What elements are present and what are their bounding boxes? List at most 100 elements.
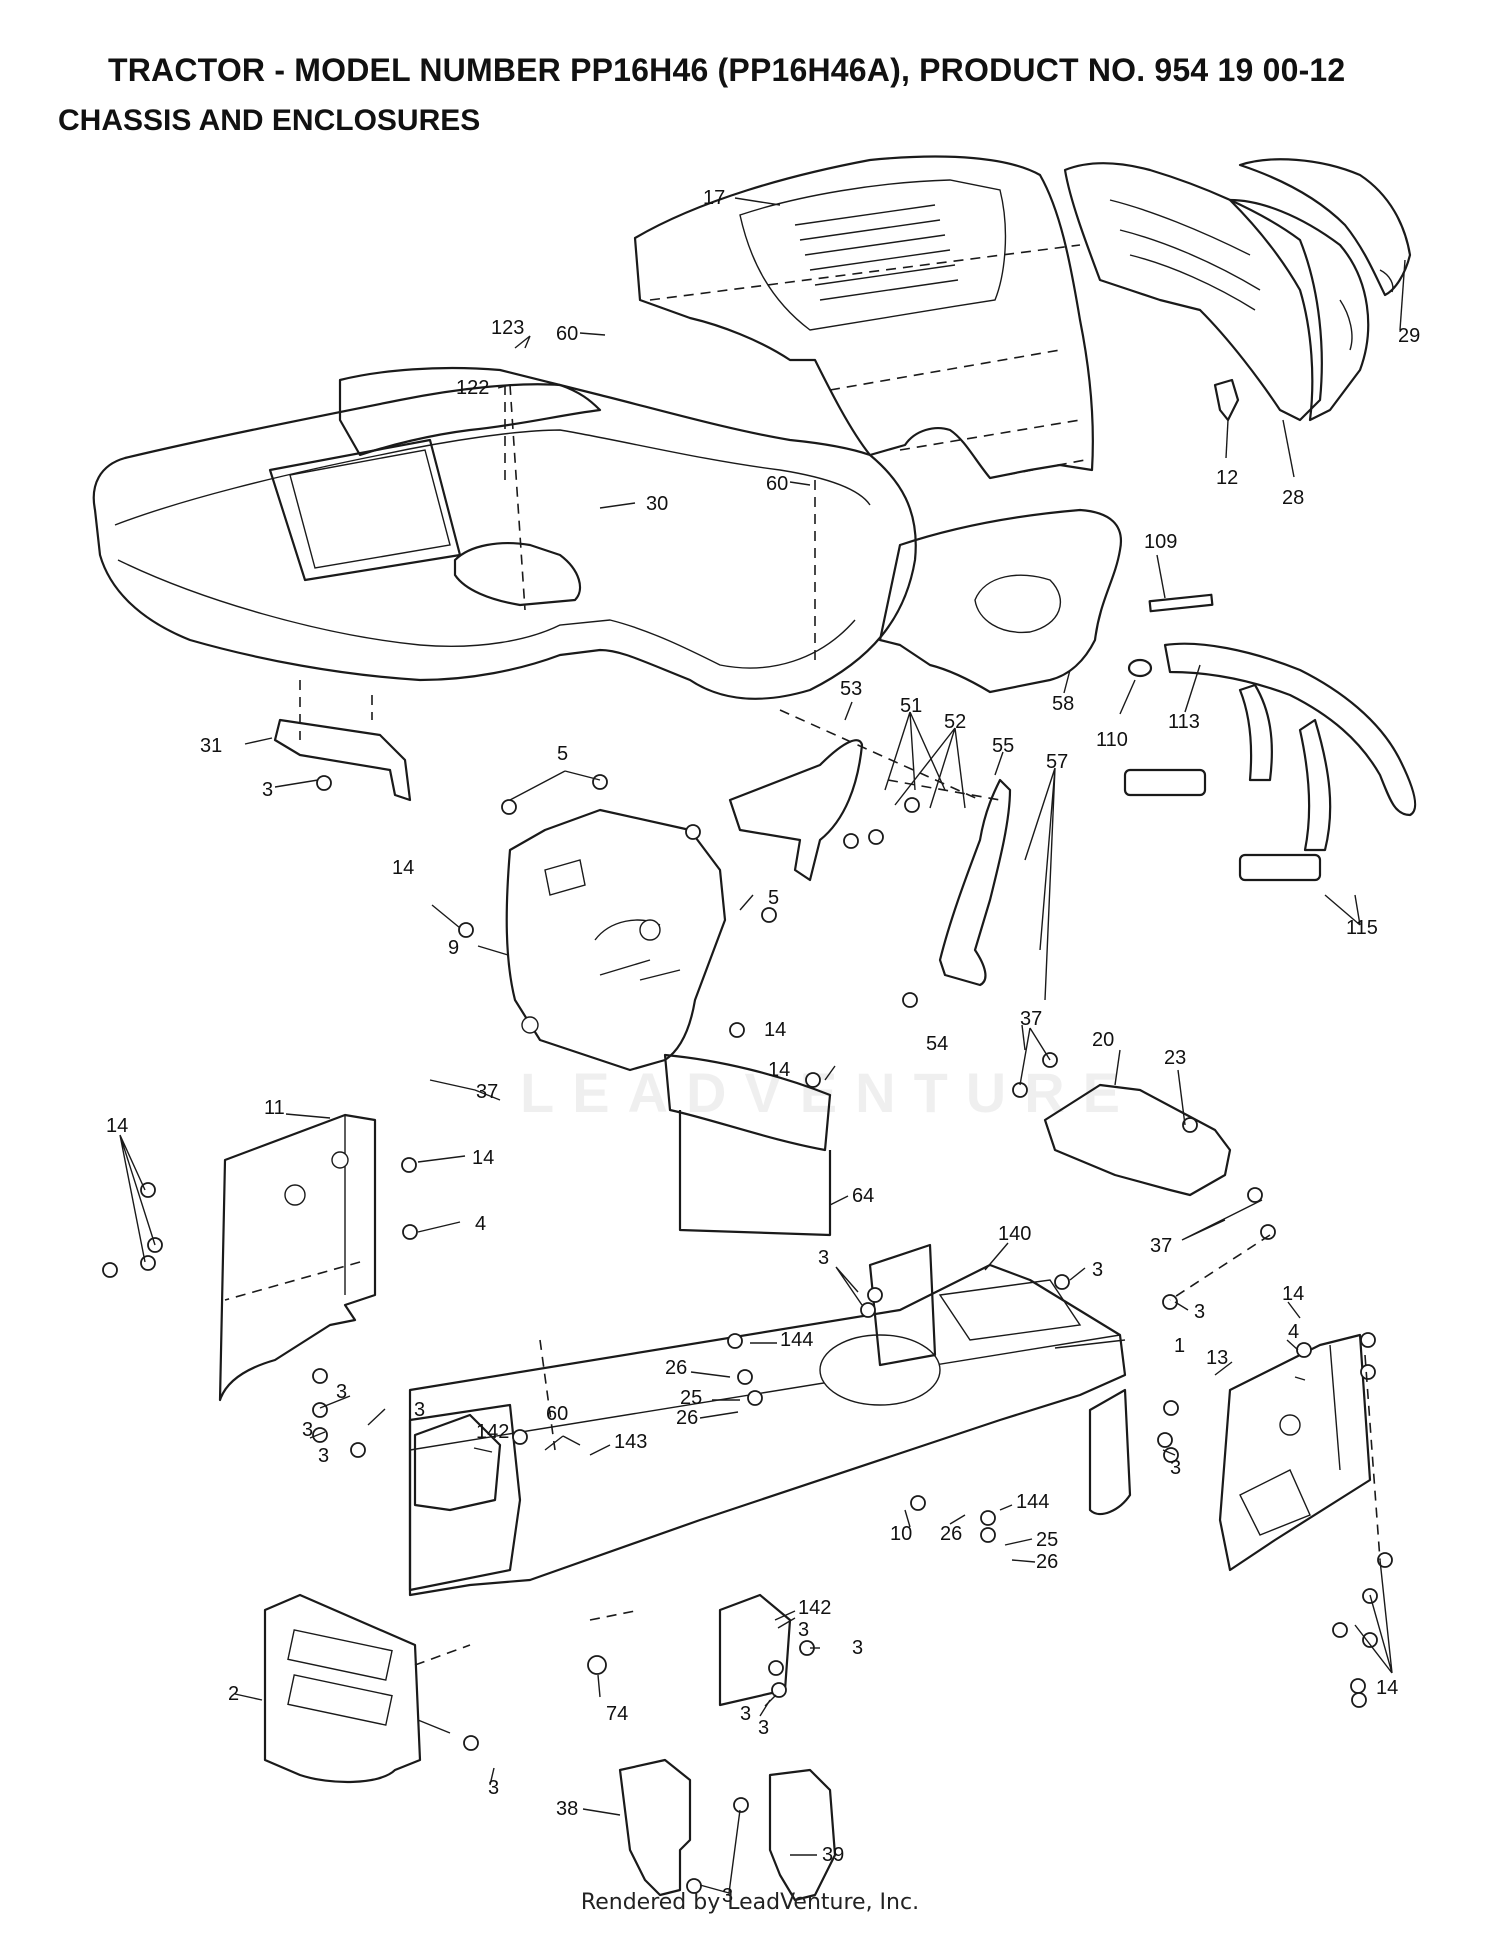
callout-3: 3 [740,1703,751,1725]
callout-31: 31 [200,735,222,757]
part-rear-bracket [1088,1388,1132,1516]
part-1-frame [408,1263,1127,1597]
part-74-nut [587,1655,607,1675]
section-title: CHASSIS AND ENCLOSURES [58,104,481,137]
callout-123: 123 [491,317,524,339]
callout-3: 3 [818,1247,829,1269]
callout-29: 29 [1398,325,1420,347]
part-hood [633,155,1094,480]
callout-142: 142 [476,1421,509,1443]
callout-5: 5 [768,887,779,909]
alignment-lines [224,384,1381,1666]
callout-10: 10 [890,1523,912,1545]
part-12-clip [1213,378,1240,422]
part-39-bracket [768,1768,837,1902]
callout-3: 3 [722,1885,733,1907]
callout-1: 1 [1174,1335,1185,1357]
callout-110: 110 [1096,729,1128,751]
callout-3: 3 [262,779,273,801]
callout-3: 3 [336,1381,347,1403]
callout-3: 3 [1092,1259,1103,1281]
callout-25: 25 [680,1387,702,1409]
callout-11: 11 [264,1097,285,1119]
footer-credit: Rendered by LeadVenture, Inc. [580,1890,920,1915]
callout-60: 60 [546,1403,568,1425]
callout-53: 53 [840,678,862,700]
callout-143: 143 [614,1431,647,1453]
callout-3: 3 [758,1717,769,1739]
callout-60: 60 [766,473,788,495]
callout-20: 20 [1092,1029,1114,1051]
callout-60: 60 [556,323,578,345]
part-142a-plate [413,1413,502,1512]
part-64-support [663,1053,832,1237]
part-11-panel [218,1113,377,1402]
callout-26: 26 [676,1407,698,1429]
callout-3: 3 [414,1399,425,1421]
callout-64: 64 [852,1185,874,1207]
callout-25: 25 [1036,1529,1058,1551]
callout-39: 39 [822,1844,844,1866]
part-142b-plate [718,1593,792,1707]
callout-2: 2 [228,1683,239,1705]
part-110-plug [1127,658,1153,678]
part-58-shield [878,508,1123,694]
callout-3: 3 [488,1777,499,1799]
callout-9: 9 [448,937,459,959]
callout-28: 28 [1282,487,1304,509]
callout-3: 3 [852,1637,863,1659]
part-grille-insert [1238,158,1412,297]
callout-17: 17 [703,187,725,209]
callout-5: 5 [557,743,568,765]
callout-4: 4 [475,1213,486,1235]
part-20-plate [1043,1083,1232,1197]
callout-14: 14 [768,1059,790,1081]
part-113-bumper [1123,642,1417,882]
part-140-bracket [868,1243,937,1367]
callout-74: 74 [606,1703,628,1725]
callout-140: 140 [998,1223,1031,1245]
callout-3: 3 [1170,1457,1181,1479]
callout-23: 23 [1164,1047,1186,1069]
part-38-bracket [618,1758,692,1897]
part-grille-housing [1063,162,1370,422]
callout-14: 14 [1376,1677,1398,1699]
callout-37: 37 [476,1081,498,1103]
callout-labels: 17 29 123 60 122 12 28 60 30 109 53 51 5… [106,187,1420,1907]
callout-14: 14 [764,1019,786,1041]
part-9-dash [505,808,727,1072]
callout-115: 115 [1346,917,1378,939]
callout-122: 122 [456,377,489,399]
callout-14: 14 [106,1115,128,1137]
callout-26: 26 [665,1357,687,1379]
callout-13: 13 [1206,1347,1228,1369]
callout-26: 26 [940,1523,962,1545]
callout-37: 37 [1150,1235,1172,1257]
callout-54: 54 [926,1033,948,1055]
callout-51: 51 [900,695,922,717]
part-2-panel [263,1593,422,1784]
part-13-panel [1218,1333,1372,1572]
callout-57: 57 [1046,751,1068,773]
callout-3: 3 [302,1419,313,1441]
page-title: TRACTOR - MODEL NUMBER PP16H46 (PP16H46A… [108,52,1346,88]
callout-37: 37 [1020,1008,1042,1030]
callout-12: 12 [1216,467,1238,489]
callout-113: 113 [1168,711,1200,733]
callout-3: 3 [798,1619,809,1641]
callout-144: 144 [780,1329,813,1351]
callout-3: 3 [318,1445,329,1467]
callout-58: 58 [1052,693,1074,715]
callout-142: 142 [798,1597,831,1619]
callout-14: 14 [1282,1283,1304,1305]
part-31-bracket [273,718,412,802]
part-53-bracket [728,739,864,882]
callout-30: 30 [646,493,668,515]
part-55-bracket [938,778,1012,987]
part-109-rod [1148,593,1214,613]
callout-26: 26 [1036,1551,1058,1573]
callout-52: 52 [944,711,966,733]
callout-38: 38 [556,1798,578,1820]
callout-55: 55 [992,735,1014,757]
